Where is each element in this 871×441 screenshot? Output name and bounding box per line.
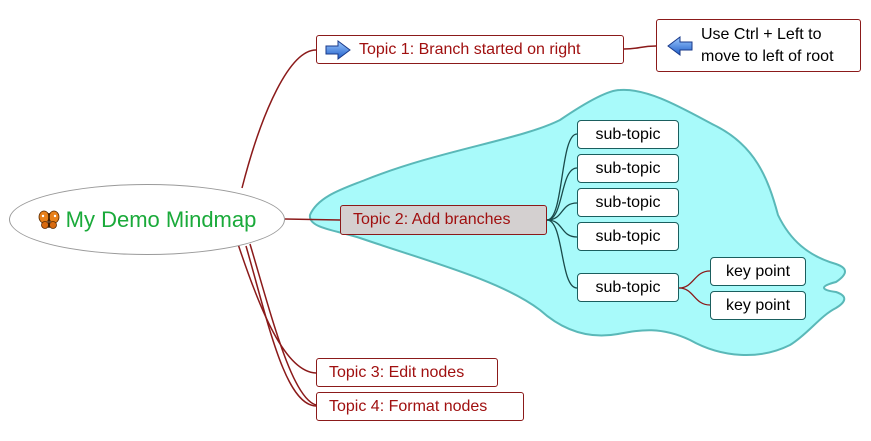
root-node[interactable]: My Demo Mindmap [9,184,285,255]
subtopic-branches [546,133,578,289]
arrow-left-icon [667,35,693,56]
root-branches [237,45,657,407]
topic3-label: Topic 3: Edit nodes [329,363,465,381]
subtopic-2[interactable]: sub-topic [577,154,679,183]
topic1-node[interactable]: Topic 1: Branch started on right [316,35,624,64]
branch-topic3 [237,243,317,374]
branch-note [623,45,657,50]
branch-topic2 [284,218,341,221]
arrow-right-icon [325,39,351,60]
subtopic-label: sub-topic [595,278,661,296]
topic1-label: Topic 1: Branch started on right [359,40,581,58]
keypoint-branches [678,270,711,306]
keypoint-2[interactable]: key point [710,291,806,320]
branch-key1 [678,270,711,289]
topic2-node[interactable]: Topic 2: Add branches [340,205,547,235]
note-node[interactable]: Use Ctrl + Left to move to left of root [656,19,861,72]
topic3-node[interactable]: Topic 3: Edit nodes [316,358,498,387]
note-line1: Use Ctrl + Left to [701,25,822,43]
branch-topic4-b [249,243,317,406]
subtopic-label: sub-topic [595,227,661,245]
branch-sub2 [546,167,578,221]
subtopic-4[interactable]: sub-topic [577,222,679,251]
branch-topic1 [241,49,317,189]
branch-sub5 [546,219,578,289]
branch-sub1 [546,133,578,221]
keypoint-1[interactable]: key point [710,257,806,286]
keypoint-label: key point [725,262,791,280]
root-label: My Demo Mindmap [65,206,257,232]
topic4-node[interactable]: Topic 4: Format nodes [316,392,524,421]
keypoint-label: key point [725,296,791,314]
branch-key2 [678,287,711,306]
subtopic-5[interactable]: sub-topic [577,273,679,302]
topic2-label: Topic 2: Add branches [353,211,511,228]
subtopic-label: sub-topic [595,193,661,211]
note-line2: move to left of root [701,47,834,65]
butterfly-icon [38,210,60,230]
subtopic-label: sub-topic [595,125,661,143]
topic4-label: Topic 4: Format nodes [329,397,488,415]
subtopic-label: sub-topic [595,159,661,177]
branch-sub3 [546,202,578,221]
subtopic-3[interactable]: sub-topic [577,188,679,217]
branch-topic4 [245,245,317,407]
subtopic-1[interactable]: sub-topic [577,120,679,149]
